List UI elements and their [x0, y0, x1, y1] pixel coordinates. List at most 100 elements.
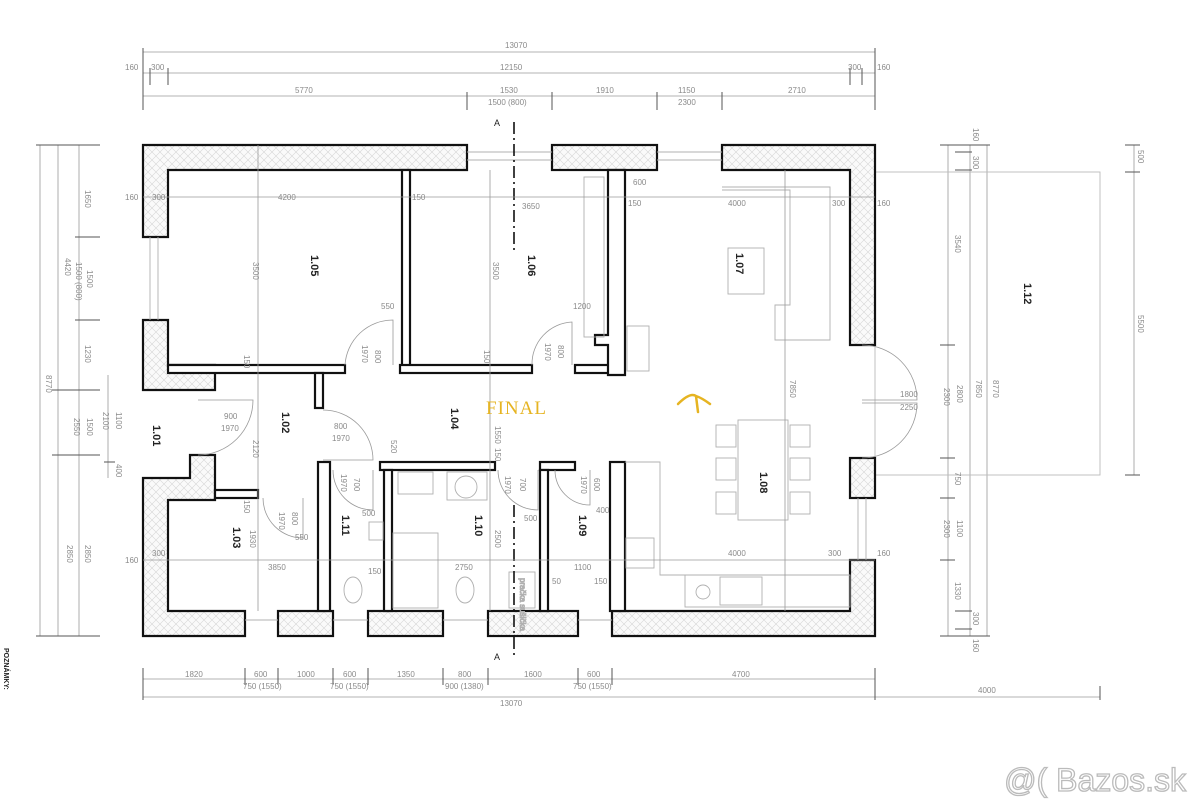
dim-text: 750 (1550) [330, 682, 369, 691]
wardrobe [583, 176, 605, 338]
washbasin [368, 521, 384, 541]
dim-text: 1910 [596, 86, 614, 95]
dim-text: 300 [971, 156, 980, 170]
bottom-dimensions: 1820 600 1000 600 1350 800 1600 600 4700… [142, 668, 1101, 708]
dim-text: 50 [552, 577, 561, 586]
dim-text: 300 [151, 63, 165, 72]
dim-text: 300 [971, 612, 980, 626]
dim-text: 1930 [248, 530, 257, 548]
dim-text: 2850 [65, 545, 74, 563]
final-stamp: FINAL [486, 398, 547, 419]
dim-text: 1330 [953, 582, 962, 600]
dim-text: 1500 (800) [488, 98, 527, 107]
dim-text: 500 [362, 509, 376, 518]
dim-text: 800 [334, 422, 348, 431]
dim-text: 900 [224, 412, 238, 421]
sink [719, 576, 763, 606]
dim-text: 600 [592, 478, 601, 492]
dim-text: 1500 (800) [74, 262, 83, 301]
dim-text: 2300 [678, 98, 696, 107]
cooktop [625, 537, 655, 569]
dim-text: 1500 [85, 418, 94, 436]
dim-text: 1200 [573, 302, 591, 311]
dim-text: 600 [254, 670, 268, 679]
dim-text: 5770 [295, 86, 313, 95]
dim-text: 4000 [728, 549, 746, 558]
dim-text: 300 [832, 199, 846, 208]
dim-text: 750 (1550) [573, 682, 612, 691]
section-label: A [494, 118, 500, 128]
dim-text: 500 [524, 514, 538, 523]
dim-text: 150 [482, 350, 491, 364]
toilet [343, 576, 363, 604]
dim-text: 160 [125, 63, 139, 72]
dim-text: 1600 [524, 670, 542, 679]
dim-text: 3500 [251, 262, 260, 280]
dining-table [737, 419, 789, 521]
left-dimensions: 1650 1500 1500 (800) 4420 1230 8770 1100… [36, 144, 123, 637]
bazos-watermark: @( Bazos.sk [1003, 761, 1186, 798]
dim-text: 1970 [503, 476, 512, 494]
dim-text: 1650 [83, 190, 92, 208]
room-label-1.12: 1.12 [1021, 283, 1033, 304]
dim-text: 700 [352, 478, 361, 492]
exterior-walls [141, 143, 877, 638]
washer-dryer [508, 571, 536, 609]
dim-text: 3650 [522, 202, 540, 211]
dim-text: 150 [412, 193, 426, 202]
dim-text: 13070 [505, 41, 528, 50]
dim-text: 4200 [278, 193, 296, 202]
dim-text: 4700 [732, 670, 750, 679]
dim-text: 8770 [44, 375, 53, 393]
dim-text: 2100 [101, 412, 110, 430]
dim-text: 600 [343, 670, 357, 679]
fireplace [626, 325, 650, 372]
room-labels: 1.01 1.02 1.03 1.04 1.05 1.06 1.07 1.08 … [150, 253, 1033, 548]
dim-text: 4420 [63, 258, 72, 276]
terrace-outline [874, 171, 1101, 476]
dim-text: 1550 [493, 426, 502, 444]
dim-text: 160 [877, 549, 891, 558]
dim-text: 3540 [953, 235, 962, 253]
dim-text: 2710 [788, 86, 806, 95]
dim-text: 2120 [251, 440, 260, 458]
dim-text: 750 (1550) [243, 682, 282, 691]
dim-text: 2500 [493, 530, 502, 548]
dim-text: 13070 [500, 699, 523, 708]
dim-text: 150 [242, 500, 251, 514]
dim-text: 1970 [332, 434, 350, 443]
dim-text: 1230 [83, 345, 92, 363]
dim-text: 1100 [574, 563, 592, 572]
dim-text: 900 (1380) [445, 682, 484, 691]
dim-text: 550 [295, 533, 309, 542]
kitchen-counter [684, 574, 851, 608]
dim-text: 150 [242, 355, 251, 369]
room-label-1.10: 1.10 [472, 515, 484, 536]
dim-text: 2850 [83, 545, 92, 563]
round-sink [454, 475, 478, 499]
section-label: A [494, 652, 500, 662]
dim-text: 3500 [491, 262, 500, 280]
dim-text: 160 [971, 639, 980, 653]
room-label-1.03: 1.03 [230, 527, 242, 548]
dim-text: 1970 [221, 424, 239, 433]
handwritten-mark [676, 393, 712, 414]
dim-text: 150 [594, 577, 608, 586]
room-label-1.05: 1.05 [308, 255, 320, 276]
dim-text: 160 [125, 193, 139, 202]
dim-text: 500 [1136, 150, 1145, 164]
dim-text: 300 [848, 63, 862, 72]
dim-text: 1820 [185, 670, 203, 679]
dim-text: 1970 [579, 476, 588, 494]
dim-text: 1970 [277, 512, 286, 530]
dim-text: 1000 [297, 670, 315, 679]
dim-text: 1500 [85, 270, 94, 288]
section-line: A A [494, 118, 515, 662]
dim-text: 2300 [942, 388, 951, 406]
dim-text: 160 [877, 63, 891, 72]
room-label-1.04: 1.04 [448, 408, 460, 430]
room-label-1.02: 1.02 [279, 412, 291, 433]
dim-text: 800 [373, 350, 382, 364]
furniture: pračka sušička [343, 176, 851, 632]
